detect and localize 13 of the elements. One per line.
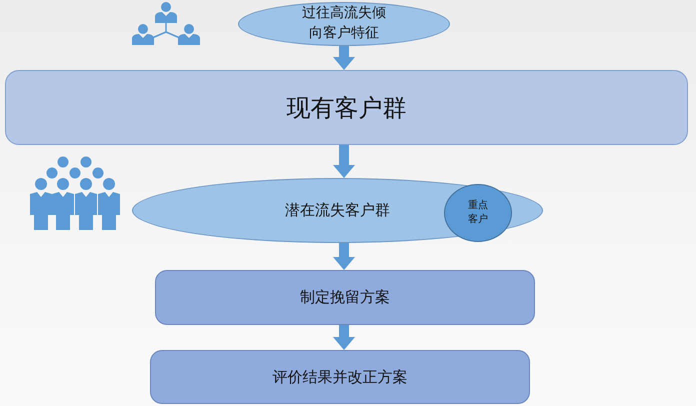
- process-box: [155, 270, 535, 325]
- node-label: 重点客户: [467, 199, 489, 227]
- arrow: [333, 325, 355, 350]
- arrow: [333, 243, 355, 270]
- node-label: 潜在流失客户群: [285, 201, 390, 220]
- node-label: 过往高流失倾向客户特征: [301, 4, 387, 43]
- process-band: [5, 70, 688, 145]
- arrow: [333, 145, 355, 178]
- node-label: 评价结果并改正方案: [272, 368, 408, 386]
- node-label: 制定挽留方案: [300, 288, 390, 307]
- process-box: [150, 350, 530, 404]
- arrow: [333, 46, 355, 70]
- node-label: 现有客户群: [286, 92, 406, 124]
